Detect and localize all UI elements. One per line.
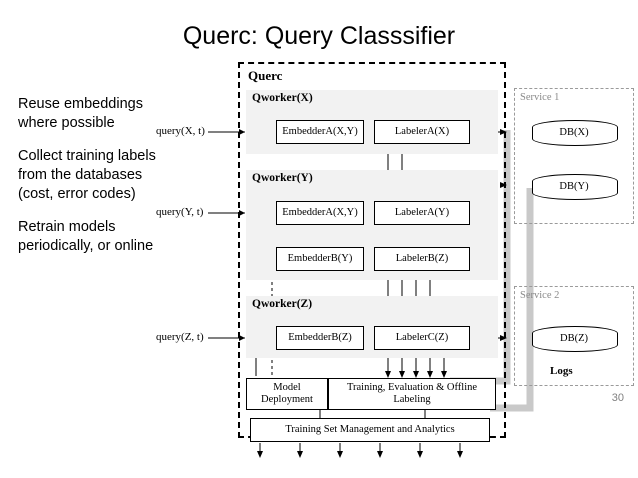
service-2-label: Service 2	[520, 290, 560, 301]
embedder-a-xy-box-1: EmbedderA(X,Y)	[276, 120, 364, 144]
page-number: 30	[611, 392, 624, 404]
labeler-a-x-box: LabelerA(X)	[374, 120, 470, 144]
bullet-list: Reuse embeddings where possible Collect …	[18, 95, 168, 270]
query-y-label: query(Y, t)	[156, 206, 204, 218]
training-evaluation-box: Training, Evaluation & Offline Labeling	[328, 378, 496, 410]
db-z: DB(Z)	[532, 326, 618, 352]
qworker-x-label: Qworker(X)	[252, 92, 313, 104]
db-y-label: DB(Y)	[559, 180, 589, 192]
qworker-y-label: Qworker(Y)	[252, 172, 313, 184]
db-x-label: DB(X)	[559, 126, 589, 138]
db-z-cylinder	[532, 326, 618, 352]
embedder-a-xy-box-2: EmbedderA(X,Y)	[276, 201, 364, 225]
training-set-management-box: Training Set Management and Analytics	[250, 418, 490, 442]
embedder-b-y-box: EmbedderB(Y)	[276, 247, 364, 271]
bullet-item-3: Retrain models periodically, or online	[18, 219, 154, 254]
db-x-cylinder	[532, 120, 618, 146]
bullet-item-2: Collect training labels from the databas…	[18, 148, 156, 202]
querc-label: Querc	[248, 68, 283, 83]
service-1-boundary	[514, 88, 634, 224]
embedder-b-z-box: EmbedderB(Z)	[276, 326, 364, 350]
labeler-b-z-box: LabelerB(Z)	[374, 247, 470, 271]
qworker-z-label: Qworker(Z)	[252, 298, 313, 310]
querc-architecture-diagram: Querc Qworker(X) EmbedderA(X,Y) LabelerA…	[150, 58, 638, 458]
db-y-cylinder	[532, 174, 618, 200]
service-1-label: Service 1	[520, 92, 560, 103]
query-x-label: query(X, t)	[156, 125, 205, 137]
labeler-a-y-box: LabelerA(Y)	[374, 201, 470, 225]
labeler-c-z-box: LabelerC(Z)	[374, 326, 470, 350]
logs-label: Logs	[550, 365, 573, 377]
page-title: Querc: Query Classsifier	[182, 22, 456, 50]
db-z-label: DB(Z)	[560, 332, 588, 344]
model-deployment-box: Model Deployment	[246, 378, 328, 410]
bullet-item-1: Reuse embeddings where possible	[18, 96, 143, 131]
db-x: DB(X)	[532, 120, 618, 146]
query-z-label: query(Z, t)	[156, 331, 204, 343]
service-2-boundary	[514, 286, 634, 386]
db-y: DB(Y)	[532, 174, 618, 200]
